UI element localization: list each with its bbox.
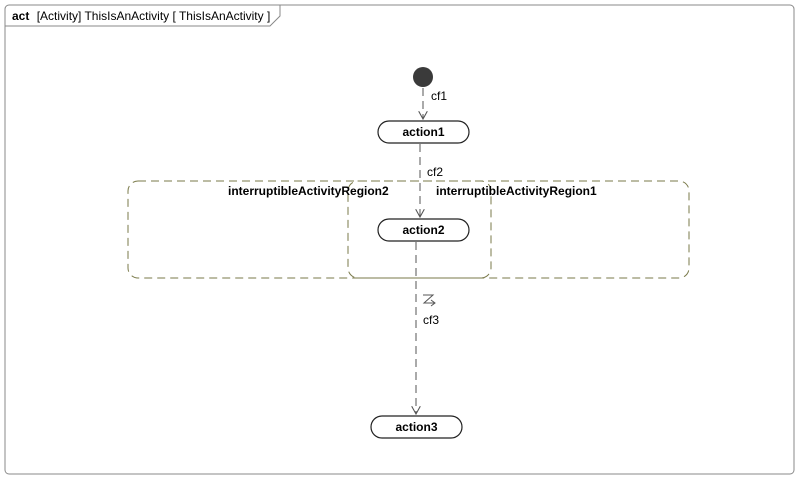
action2-node[interactable]: action2 — [377, 218, 470, 242]
interruptible-region-1 — [347, 180, 690, 279]
flow-cf3-label: cf3 — [423, 313, 439, 327]
region2-label: interruptibleActivityRegion2 — [228, 184, 389, 198]
interruptible-region-2 — [127, 180, 492, 279]
initial-node[interactable] — [413, 67, 433, 87]
flow-cf1-label: cf1 — [431, 89, 447, 103]
svg-text:act [Activity] ThisIsAnA: act [Activity] ThisIsAnActivity [ ThisIs… — [12, 9, 270, 23]
action1-label: action1 — [402, 125, 444, 139]
action3-node[interactable]: action3 — [370, 415, 463, 439]
flow-cf2-label: cf2 — [427, 165, 443, 179]
frame-title: [Activity] ThisIsAnActivity [ ThisIsAnAc… — [37, 9, 271, 23]
action1-node[interactable]: action1 — [377, 120, 470, 144]
frame-keyword: act — [12, 9, 29, 23]
action3-label: action3 — [395, 420, 437, 434]
region1-label: interruptibleActivityRegion1 — [436, 184, 597, 198]
interrupt-lightning-icon — [422, 294, 436, 307]
action2-label: action2 — [402, 223, 444, 237]
